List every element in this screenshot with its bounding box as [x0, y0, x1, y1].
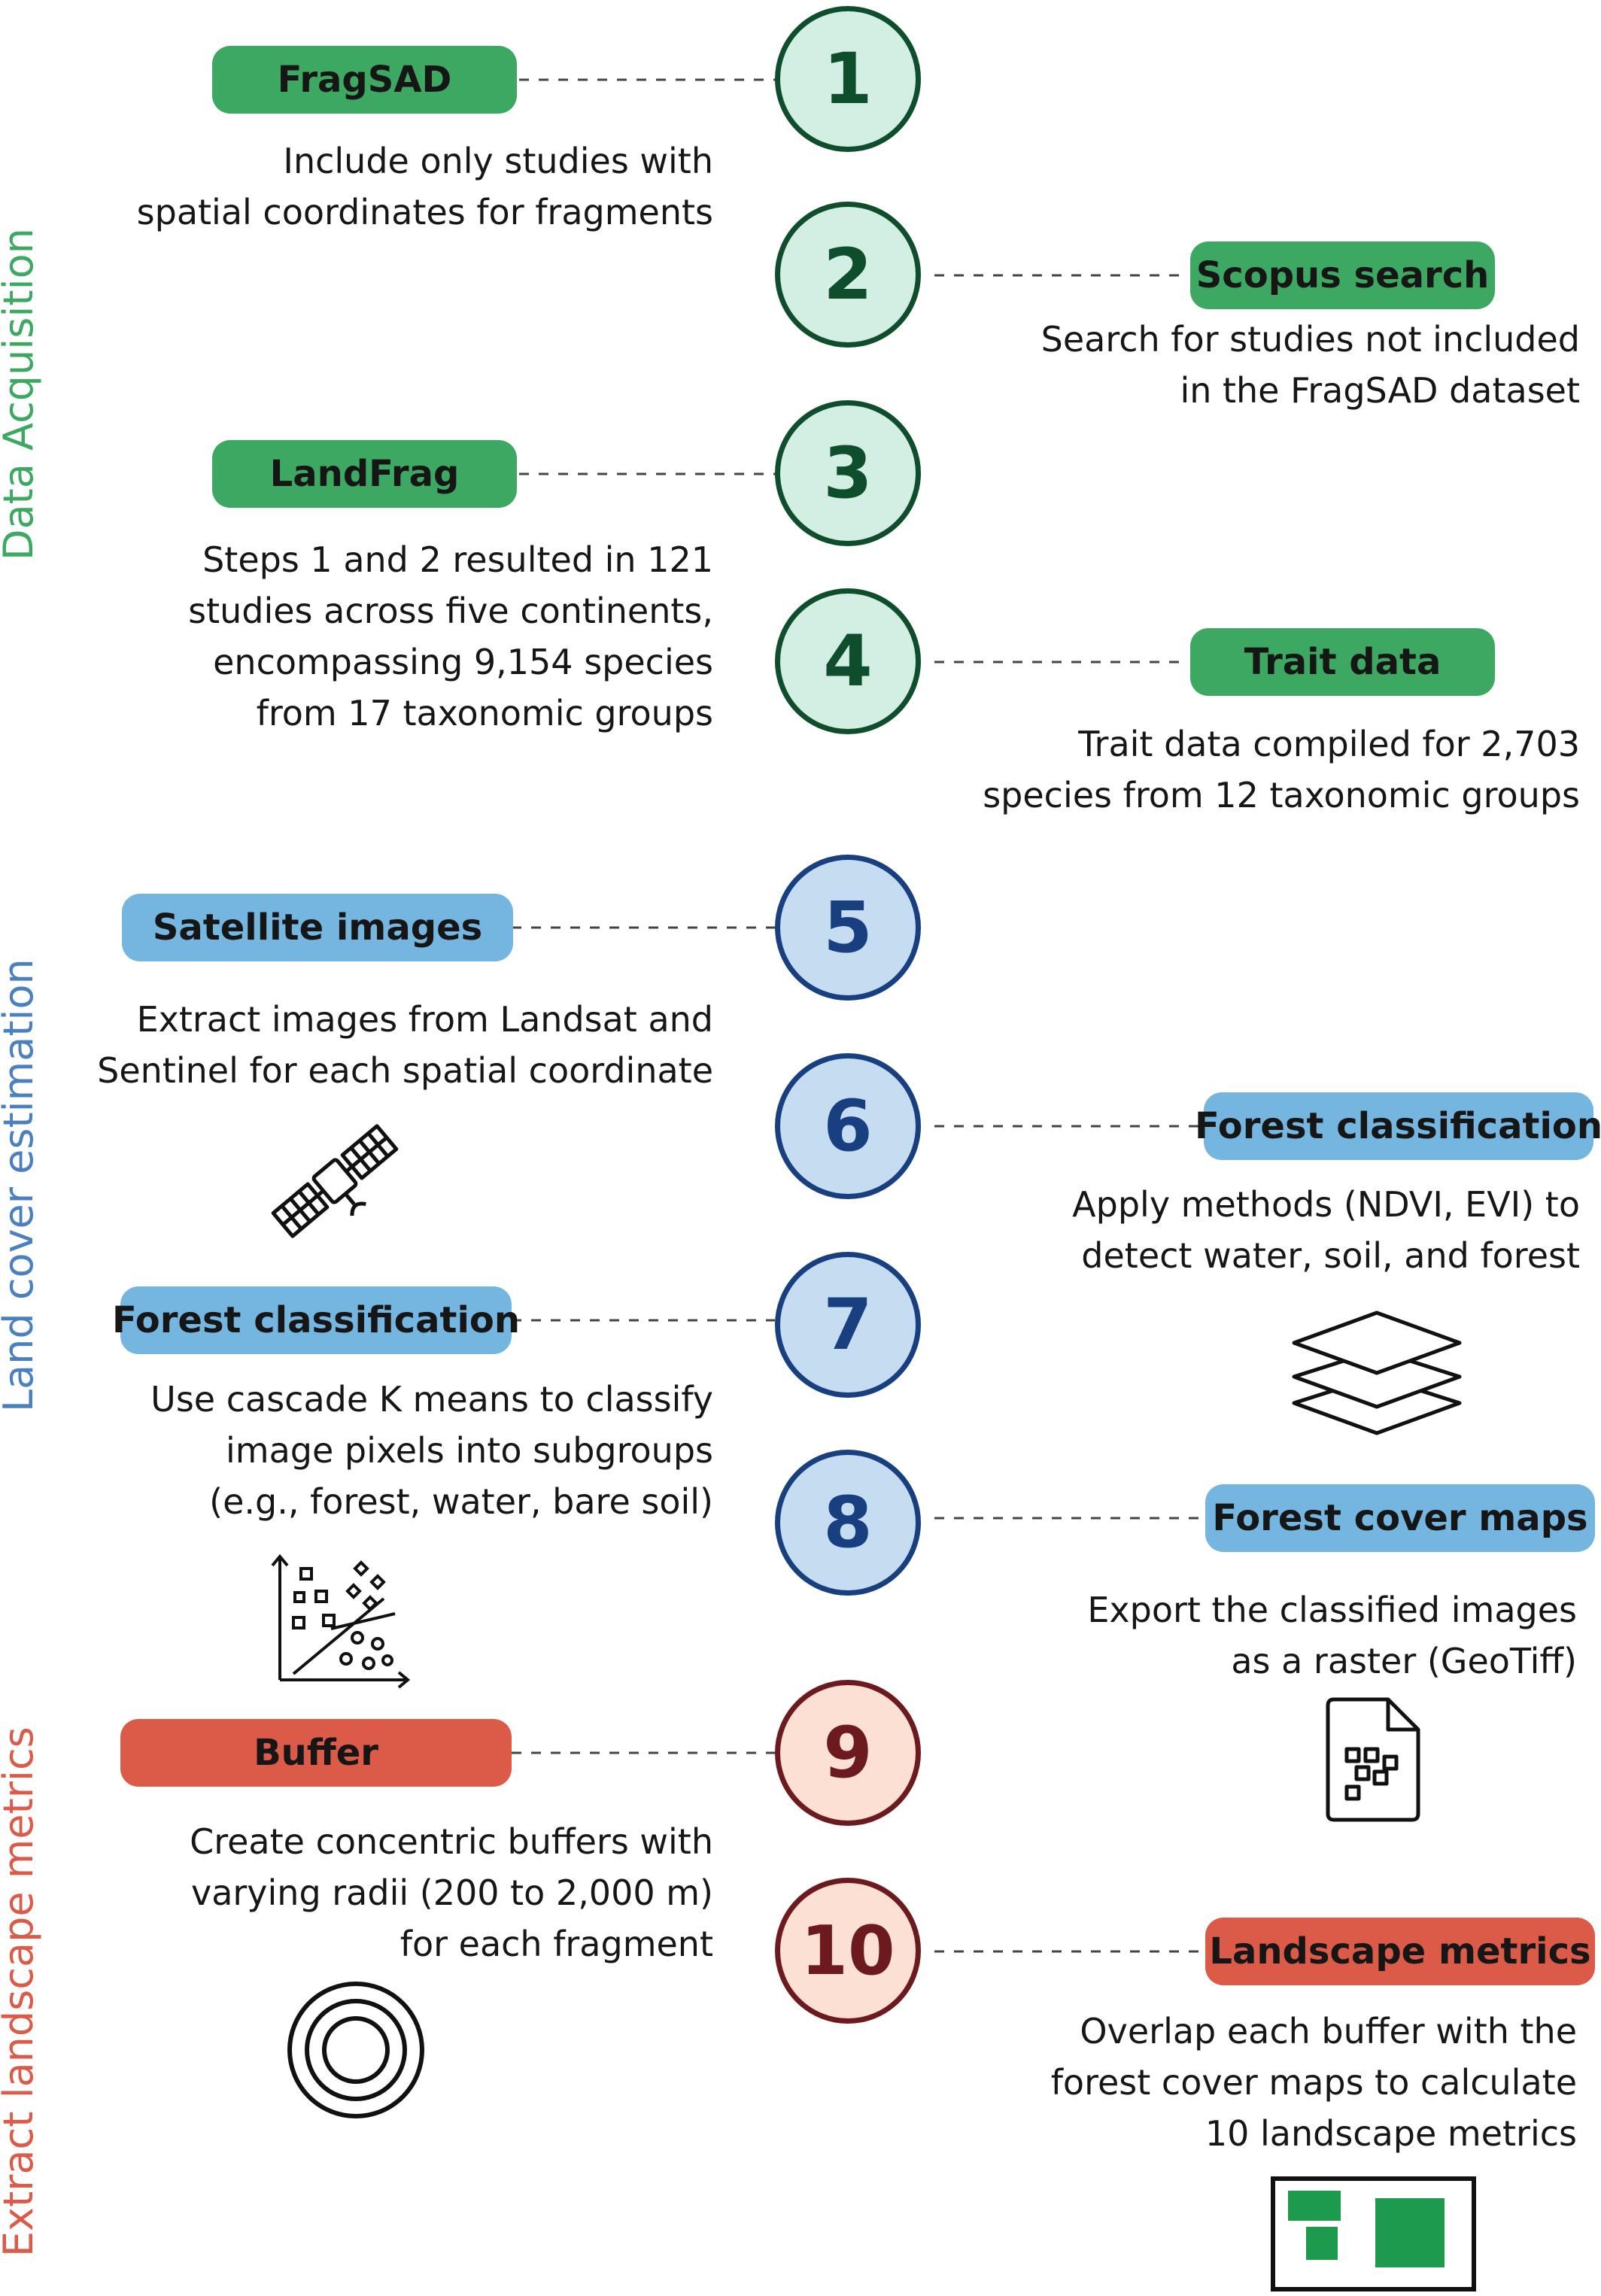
step-8-circle: 8	[775, 1450, 921, 1596]
step-7-pill: Forest classification	[112, 1286, 520, 1354]
step-1-circle: 1	[775, 6, 921, 152]
step-10-circle: 10	[775, 1878, 921, 2024]
step-6-pill: Forest classification	[1195, 1092, 1601, 1160]
step-3-description: Steps 1 and 2 resulted in 121 studies ac…	[188, 539, 713, 733]
step-10-description: Overlap each buffer with the forest cove…	[1050, 2011, 1577, 2154]
step-2-description: Search for studies not included in the F…	[1040, 319, 1580, 411]
concentric-circles-icon	[287, 1982, 424, 2118]
step-5-circle: 5	[775, 855, 921, 1001]
section-data-acquisition: Data Acquisition	[0, 228, 42, 560]
step-7-circle: 7	[775, 1252, 921, 1398]
step-10-pill: Landscape metrics	[1205, 1918, 1595, 1985]
step-7-description: Use cascade K means to classify image pi…	[150, 1379, 713, 1522]
step-6-description: Apply methods (NDVI, EVI) to detect wate…	[1072, 1184, 1580, 1276]
step-9-description: Create concentric buffers with varying r…	[190, 1821, 713, 1964]
step-2-circle: 2	[775, 202, 921, 348]
step-2-pill: Scopus search	[1190, 241, 1495, 309]
satellite-icon	[271, 1124, 399, 1238]
step-5-pill: Satellite images	[122, 894, 513, 961]
step-4-pill: Trait data	[1190, 628, 1495, 696]
step-3-pill: LandFrag	[212, 440, 517, 508]
step-6-circle: 6	[775, 1053, 921, 1199]
step-8-description: Export the classified images as a raster…	[1087, 1590, 1577, 1681]
step-5-description: Extract images from Landsat and Sentinel…	[97, 999, 713, 1091]
landscape-map-icon	[1271, 2176, 1476, 2291]
section-landscape-metrics: Extract landscape metrics	[0, 1727, 42, 2257]
step-8-pill: Forest cover maps	[1205, 1484, 1595, 1552]
step-4-circle: 4	[775, 588, 921, 734]
layers-icon	[1292, 1310, 1462, 1435]
section-land-cover: Land cover estimation	[0, 958, 42, 1412]
step-3-circle: 3	[775, 400, 921, 546]
step-9-circle: 9	[775, 1680, 921, 1826]
raster-file-icon	[1326, 1697, 1420, 1822]
step-4-description: Trait data compiled for 2,703 species fr…	[983, 724, 1580, 815]
step-9-pill: Buffer	[120, 1719, 512, 1787]
step-1-description: Include only studies with spatial coordi…	[136, 141, 713, 232]
scatter-clusters-icon	[271, 1553, 411, 1689]
step-1-pill: FragSAD	[212, 46, 517, 114]
